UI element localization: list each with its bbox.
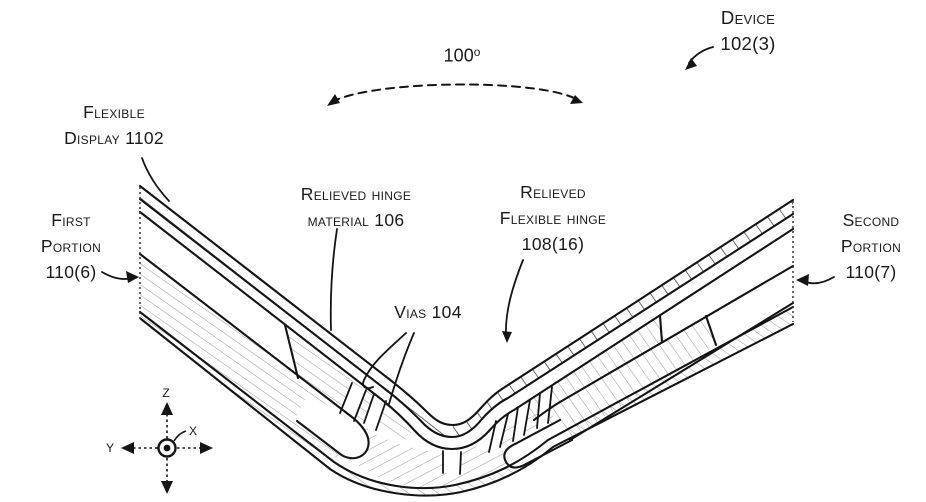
- coordinate-axes: [121, 402, 213, 494]
- material-106-boundary: [283, 323, 300, 380]
- left-board-lobe: [295, 396, 369, 459]
- label-relieved-flexible-hinge-line1: Relieved: [520, 182, 586, 202]
- flexible-hinge-arrowhead: [502, 331, 512, 343]
- hinge-material-leader: [329, 228, 338, 331]
- angle-degree-mark: o: [473, 45, 481, 59]
- board-top-line: [138, 210, 795, 451]
- right-lobe-outline: [503, 418, 574, 469]
- label-first-portion-line2: Portion: [40, 236, 102, 256]
- label-relieved-flexible-hinge-line2: Flexible hinge: [499, 208, 607, 228]
- y-axis-arrowhead: [121, 442, 134, 454]
- x-axis-hook: [173, 430, 187, 442]
- label-flexible-display: Flexible Display 1102: [64, 99, 164, 151]
- x-axis-origin-dot: [163, 444, 171, 452]
- device-outline-strokes: [138, 184, 795, 497]
- label-axis-x: x: [188, 420, 198, 439]
- display-bottom-line: [138, 197, 795, 439]
- down-axis-arrowhead: [161, 481, 173, 494]
- section-cut-edges: [139, 187, 794, 322]
- flexible-hinge-arrow-line: [505, 259, 524, 337]
- flexible-display-hatch-right: [452, 200, 793, 437]
- label-second-portion-line1: Second: [842, 210, 900, 230]
- flexible-display-leader: [141, 157, 170, 202]
- right-row-divider-top: [532, 264, 795, 422]
- z-axis-arrowhead: [161, 402, 173, 415]
- label-relieved-hinge-material-line2: material 106: [307, 210, 405, 230]
- vias-leader-1: [362, 332, 407, 390]
- left-lobe-outline: [295, 412, 370, 460]
- angle-value: 100: [443, 45, 474, 66]
- label-relieved-hinge-material-line1: Relieved hinge: [300, 184, 412, 204]
- label-device: Device 102(3): [720, 5, 775, 57]
- right-arm-hatch-band: [516, 316, 716, 444]
- label-relieved-hinge-material: Relieved hinge material 106: [301, 181, 411, 233]
- arrowheads: [126, 58, 809, 343]
- label-second-portion-line2: Portion: [840, 236, 902, 256]
- angle-arc: [331, 83, 579, 103]
- label-flexible-display-line2: Display 1102: [64, 128, 164, 148]
- label-first-portion-line1: First: [51, 210, 91, 230]
- label-vias-line1: Vias 104: [394, 302, 462, 322]
- label-relieved-flexible-hinge: Relieved Flexible hinge 108(16): [500, 179, 606, 257]
- right-axis-arrowhead: [200, 442, 213, 454]
- left-arm-hatch-band: [140, 254, 352, 462]
- label-axis-y: y: [105, 437, 115, 456]
- label-second-portion: Second Portion 110(7): [841, 207, 901, 285]
- right-row-divider-bottom: [568, 301, 795, 442]
- label-flexible-display-line1: Flexible: [83, 102, 145, 122]
- board-lobes: [295, 396, 572, 468]
- casing-inner-line: [138, 305, 795, 490]
- label-first-portion-line3: 110(6): [45, 262, 97, 282]
- right-block-boundary: [704, 314, 718, 347]
- right-white-row-boundary: [658, 314, 664, 344]
- label-vias: Vias 104: [394, 299, 461, 325]
- second-portion-arrowhead: [796, 274, 809, 286]
- angle-arc-left-arrowhead: [327, 94, 340, 106]
- via-lines: [339, 382, 553, 475]
- first-portion-arrowhead: [126, 271, 139, 283]
- label-first-portion: First Portion 110(6): [41, 207, 101, 285]
- vias-leader-2: [388, 332, 415, 405]
- label-relieved-flexible-hinge-line3: 108(16): [521, 234, 585, 254]
- label-device-line2: 102(3): [720, 33, 776, 54]
- right-board-lobe: [504, 420, 572, 468]
- label-second-portion-line3: 110(7): [845, 262, 897, 282]
- casing-outer-line: [139, 317, 795, 497]
- left-row-divider: [138, 252, 350, 416]
- label-axis-z: z: [162, 382, 170, 401]
- label-device-line1: Device: [720, 7, 776, 28]
- hatch-fills: [140, 186, 793, 496]
- flexible-display-hatch-left: [140, 186, 453, 437]
- display-top-line: [138, 184, 795, 427]
- angle-arc-right-arrowhead: [570, 95, 583, 104]
- label-angle: 100o: [444, 45, 481, 66]
- device-arrowhead: [685, 58, 697, 70]
